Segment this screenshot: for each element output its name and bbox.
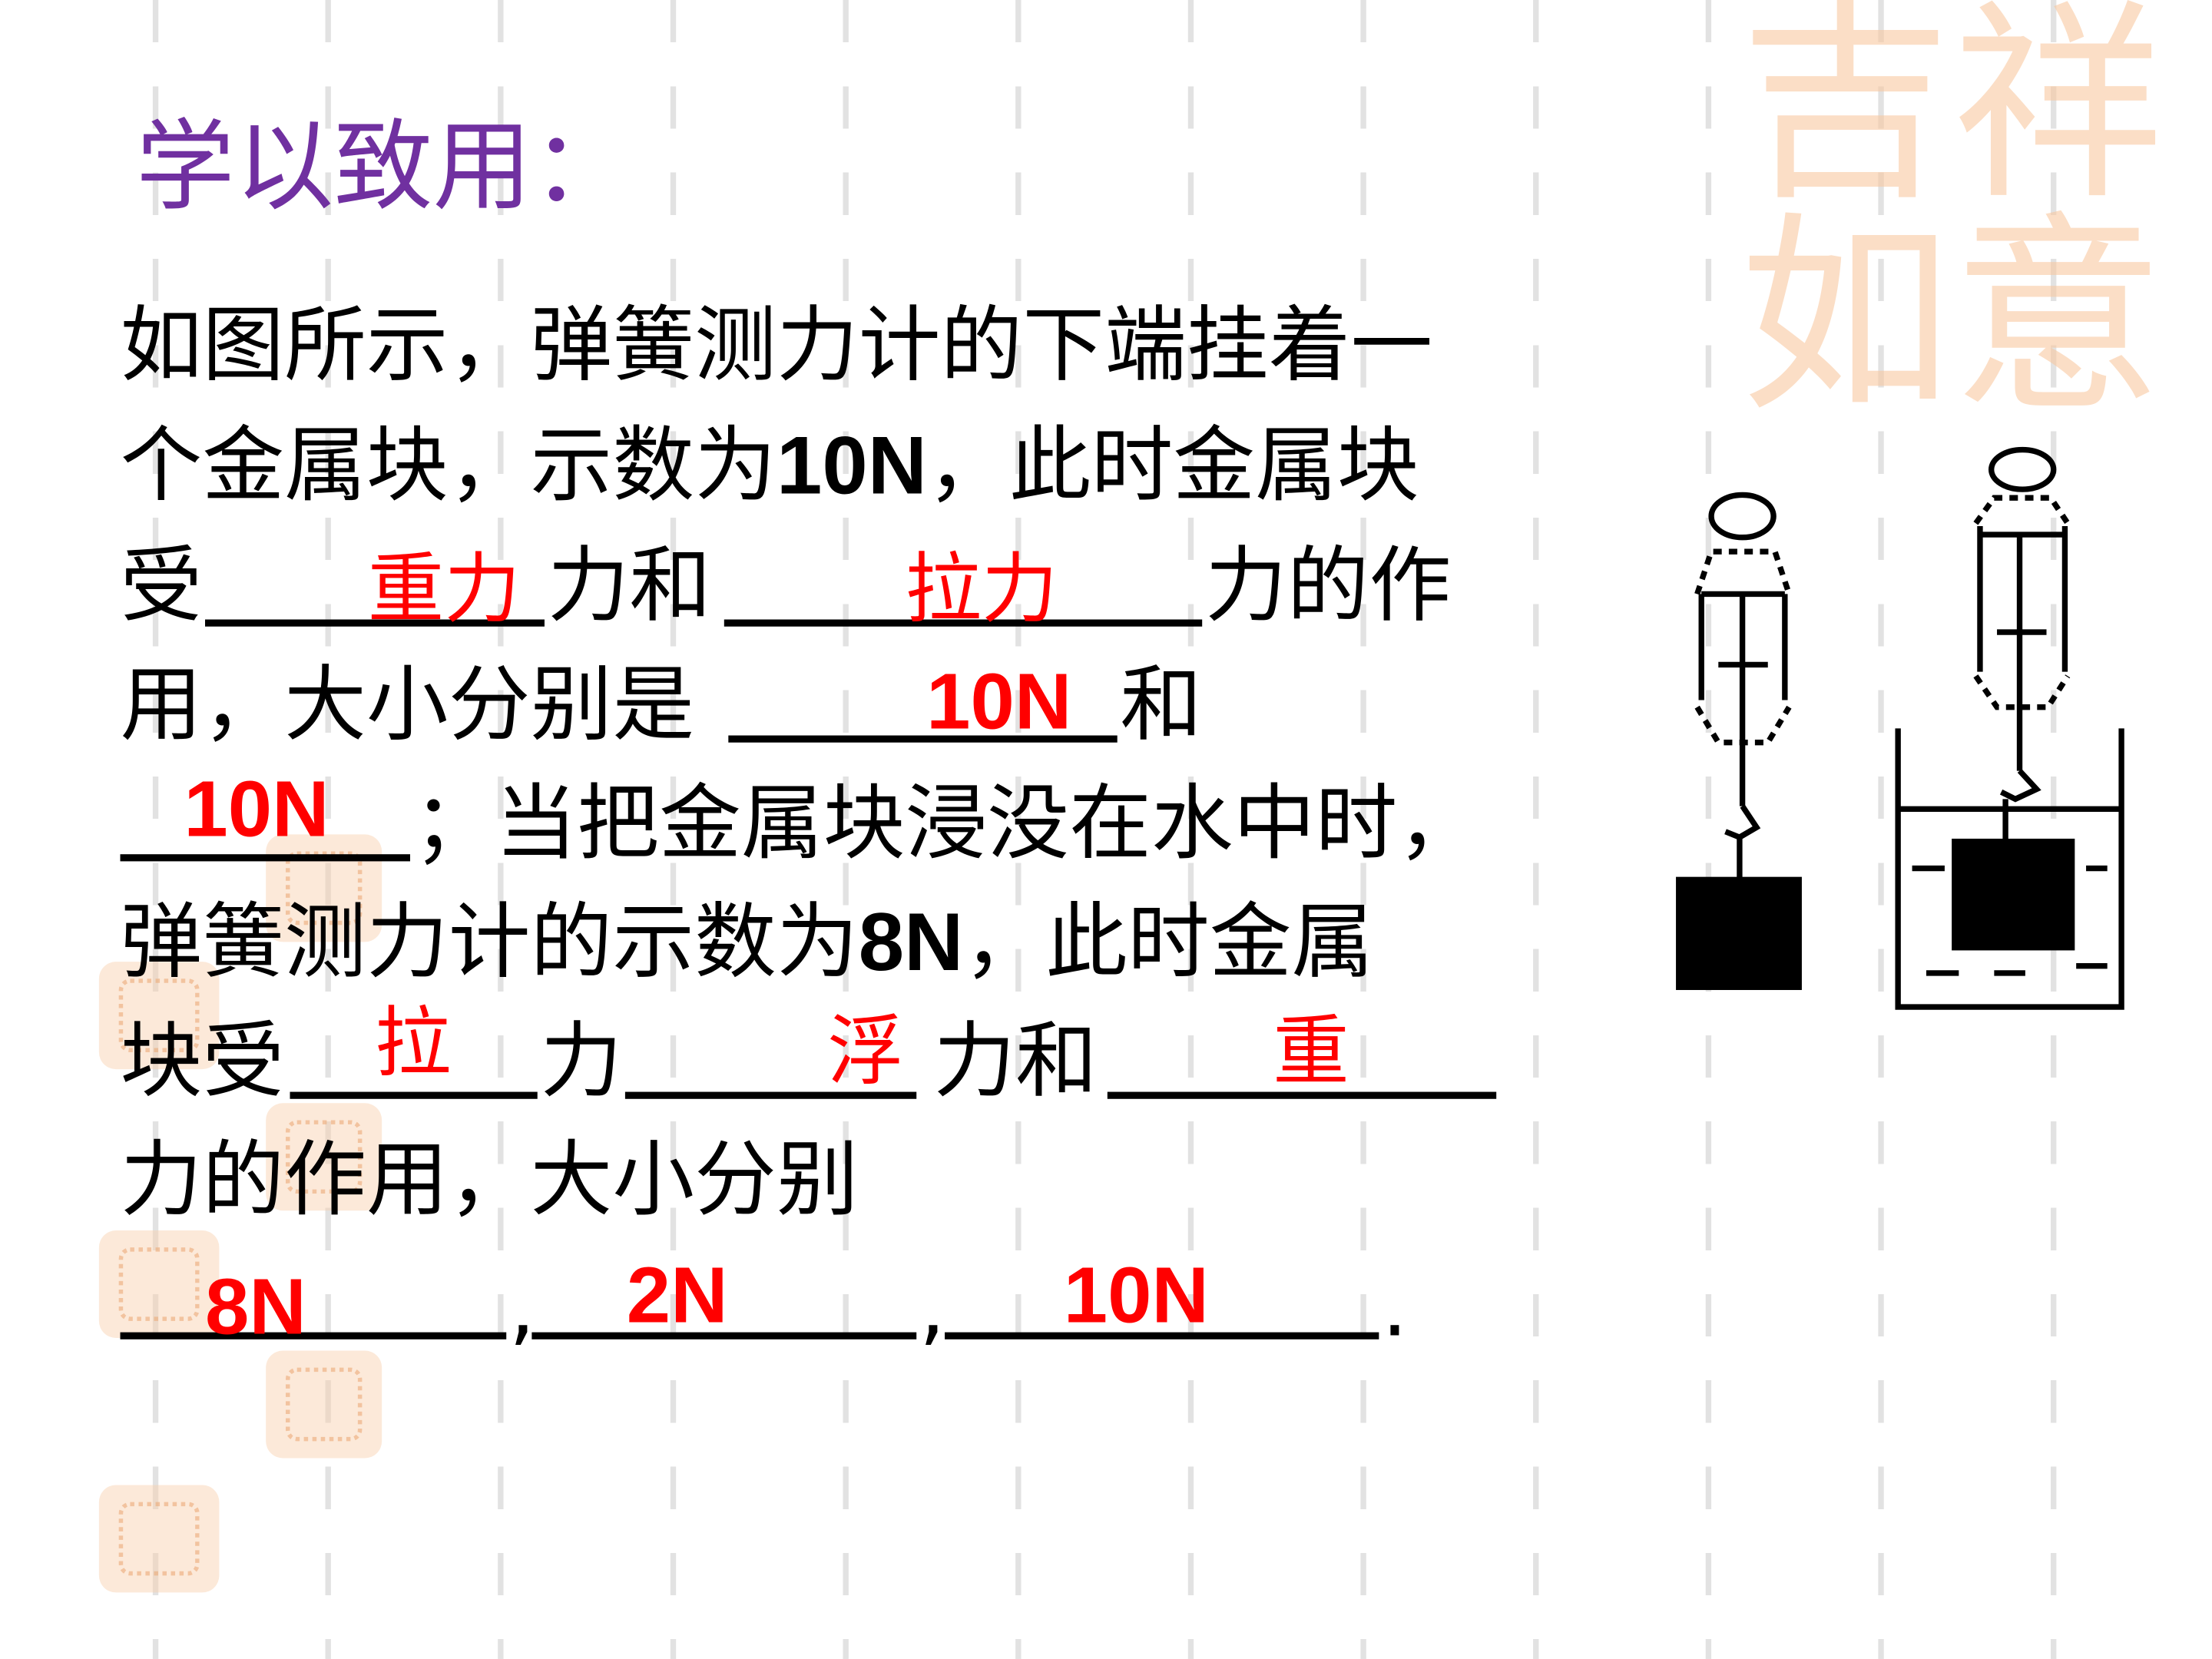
scale-bottom — [1973, 674, 2071, 710]
answer-blank — [624, 1091, 917, 1099]
question-line: 个金属块，示数为10N，此时金属块 — [121, 420, 1419, 512]
hook — [1724, 804, 1761, 841]
answer-text: 2N — [626, 1250, 728, 1339]
question-line: 弹簧测力计的示数为8N，此时金属 — [121, 896, 1374, 988]
watermark-seal — [266, 1103, 382, 1211]
answer-blank — [945, 1332, 1379, 1339]
scale-top — [1973, 495, 2071, 525]
dashed-line — [670, 0, 677, 1659]
dashed-line — [1360, 0, 1366, 1659]
scale-top — [1694, 548, 1792, 595]
dashed-line — [1015, 0, 1022, 1659]
answer-text: 拉 — [374, 998, 452, 1088]
watermark-text: 吉祥如意 — [1739, 0, 2164, 442]
slide-title: 学以致用： — [135, 108, 631, 225]
text: ；当把金属块浸没在水中时， — [412, 775, 1480, 872]
dashed-line — [498, 0, 504, 1659]
answer-text: 拉力 — [905, 544, 1058, 634]
text: 力 — [540, 1012, 623, 1109]
text: 10N — [776, 419, 927, 512]
text: 个金属块，示数为 — [120, 417, 777, 514]
dashed-line — [843, 0, 849, 1659]
metal-block — [1952, 838, 2075, 951]
text: 8N — [858, 896, 964, 989]
spring-scale-in-water — [1895, 446, 2124, 1010]
answer-blank — [205, 619, 545, 627]
dashed-line — [1187, 0, 1194, 1659]
text: 受 — [120, 537, 203, 634]
dashed-line — [325, 0, 331, 1659]
answer-text: 重力 — [367, 544, 521, 634]
dashed-line — [1705, 0, 1712, 1659]
text: 力和 — [547, 537, 712, 634]
answer-blank — [728, 735, 1118, 743]
dashed-line — [1533, 0, 1539, 1659]
metal-block — [1676, 876, 1802, 990]
answer-blank — [120, 1332, 507, 1339]
text: , — [508, 1258, 535, 1356]
answer-blank — [120, 854, 411, 862]
text: 块受 — [120, 1012, 285, 1109]
answer-text: 10N — [1063, 1250, 1209, 1339]
watermark-seal — [98, 1230, 220, 1338]
text: 用，大小分别是 — [120, 656, 695, 753]
answer-text: 8N — [205, 1261, 306, 1351]
answer-text: 重 — [1273, 1007, 1349, 1097]
watermark-seal-large: 吉祥如意 — [1740, 0, 2192, 439]
answer-blank — [724, 619, 1203, 627]
text: 弹簧测力计的示数为 — [120, 893, 859, 990]
answer-text: 10N — [926, 656, 1072, 746]
dashed-line — [1878, 0, 1884, 1659]
text: 力和 — [933, 1012, 1098, 1109]
dashed-line — [152, 0, 159, 1659]
answer-blank — [1107, 1091, 1497, 1099]
hook — [1999, 769, 2041, 803]
watermark-seal — [98, 962, 220, 1070]
spring-scale-in-air — [1676, 492, 1802, 990]
scale-ring — [1988, 446, 2057, 492]
text: , — [919, 1258, 945, 1356]
text: 力的作用，大小分别 — [120, 1131, 859, 1228]
watermark-seal — [266, 1350, 382, 1459]
answer-blank — [290, 1091, 538, 1099]
dashed-line — [2051, 0, 2057, 1659]
text: 力的作 — [1204, 537, 1452, 634]
text: . — [1382, 1258, 1408, 1356]
text: ，此时金属 — [963, 893, 1374, 990]
question-line: 如图所示，弹簧测力计的下端挂着一 — [120, 296, 1433, 393]
text: 和 — [1120, 656, 1203, 753]
text: ，此时金属块 — [926, 417, 1419, 514]
scale-ring — [1708, 492, 1777, 541]
answer-text: 10N — [184, 763, 329, 853]
answer-text: 浮 — [827, 1007, 904, 1097]
water-container — [1895, 728, 2124, 1010]
answer-blank — [531, 1332, 917, 1339]
watermark-seal — [266, 834, 382, 942]
watermark-seal — [98, 1485, 220, 1593]
